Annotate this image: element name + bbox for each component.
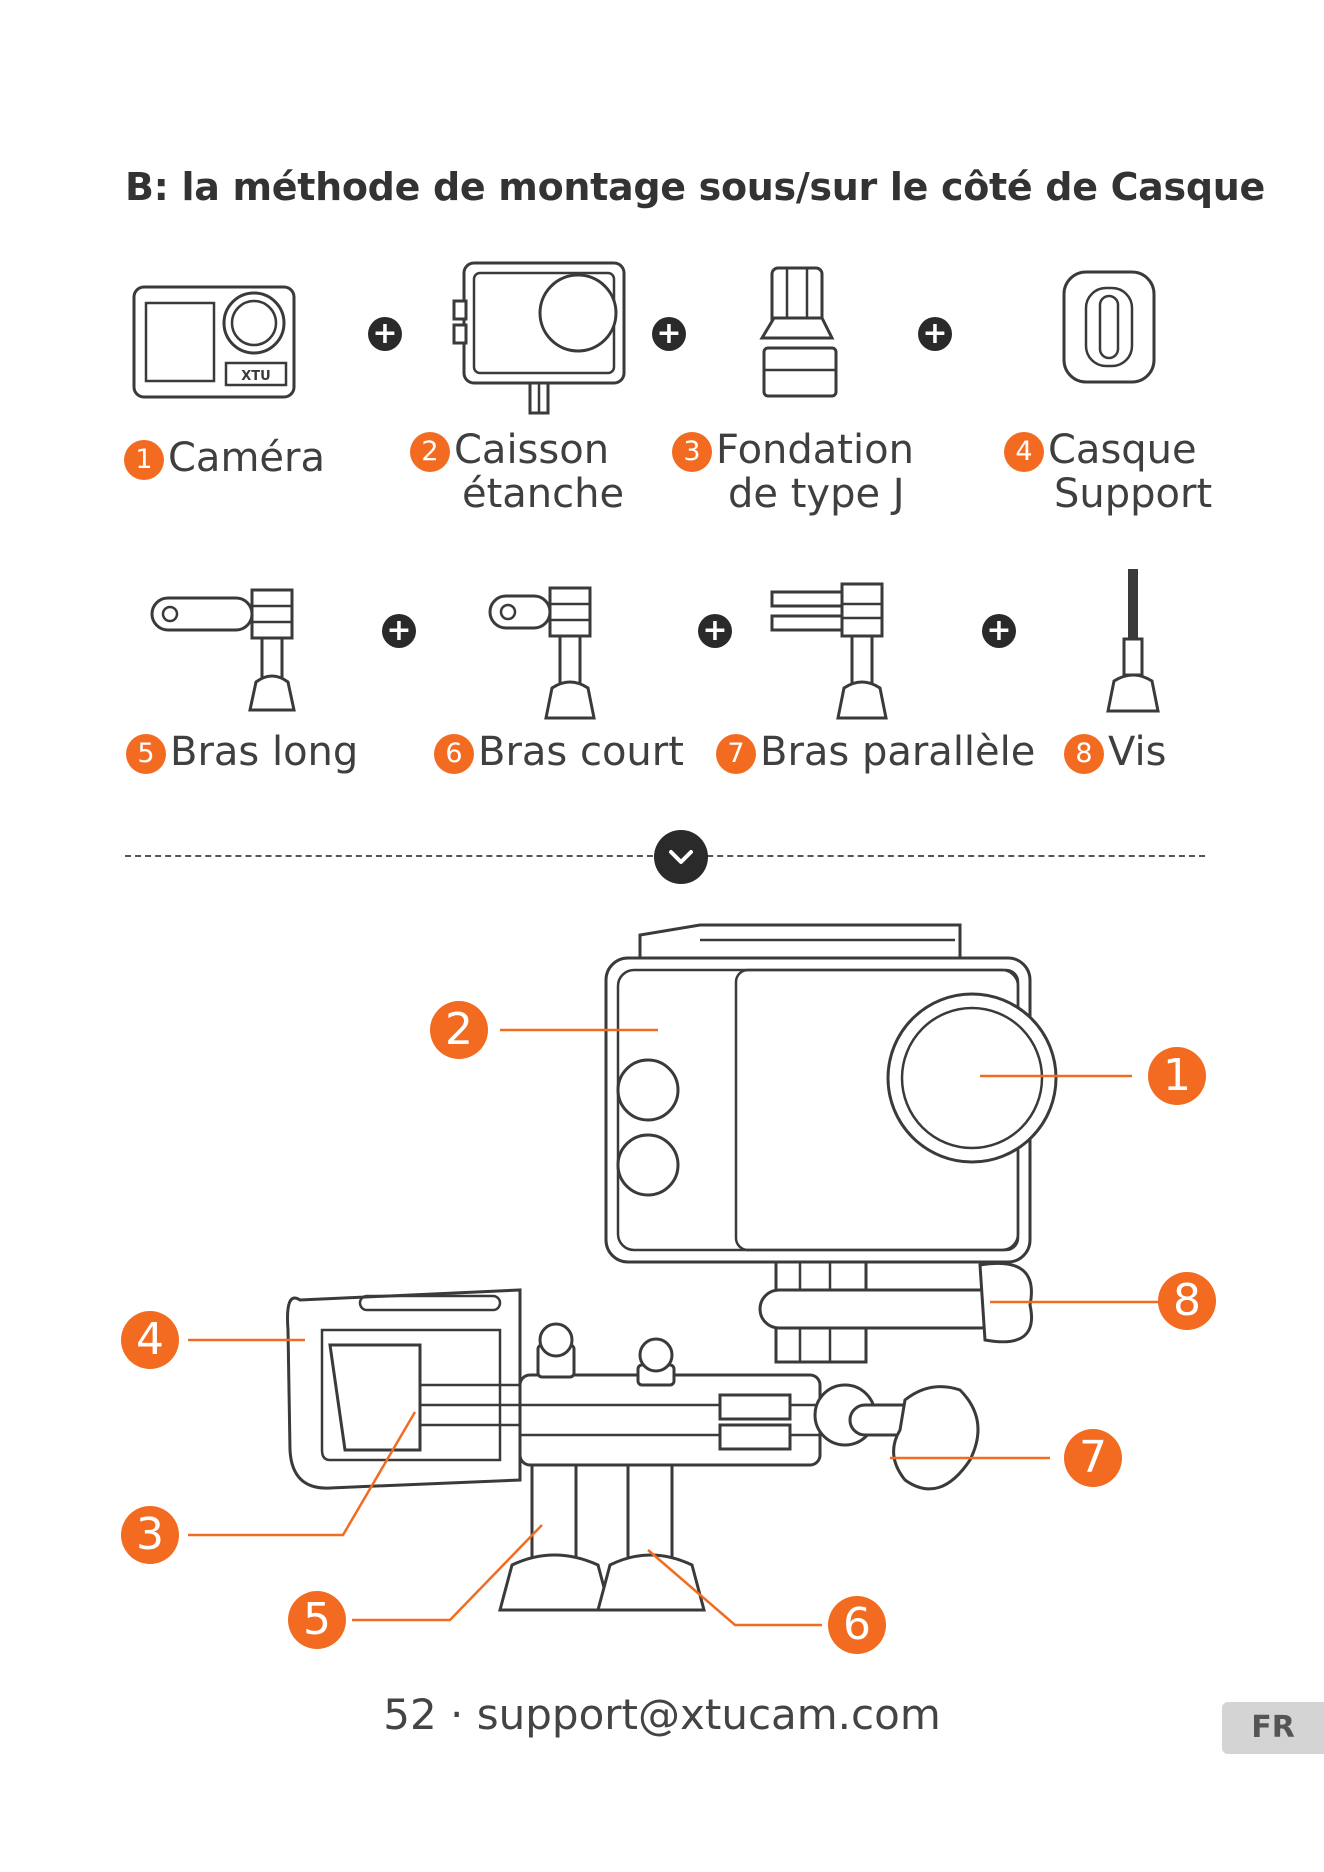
- language-tab: FR: [1222, 1702, 1324, 1754]
- callout-3: 3: [121, 1506, 179, 1564]
- page-footer: 52 · support@xtucam.com: [0, 1690, 1324, 1739]
- callout-5: 5: [288, 1591, 346, 1649]
- callout-1: 1: [1148, 1047, 1206, 1105]
- callout-2: 2: [430, 1001, 488, 1059]
- callout-7: 7: [1064, 1429, 1122, 1487]
- callout-6: 6: [828, 1596, 886, 1654]
- callout-4: 4: [121, 1311, 179, 1369]
- callout-8: 8: [1158, 1272, 1216, 1330]
